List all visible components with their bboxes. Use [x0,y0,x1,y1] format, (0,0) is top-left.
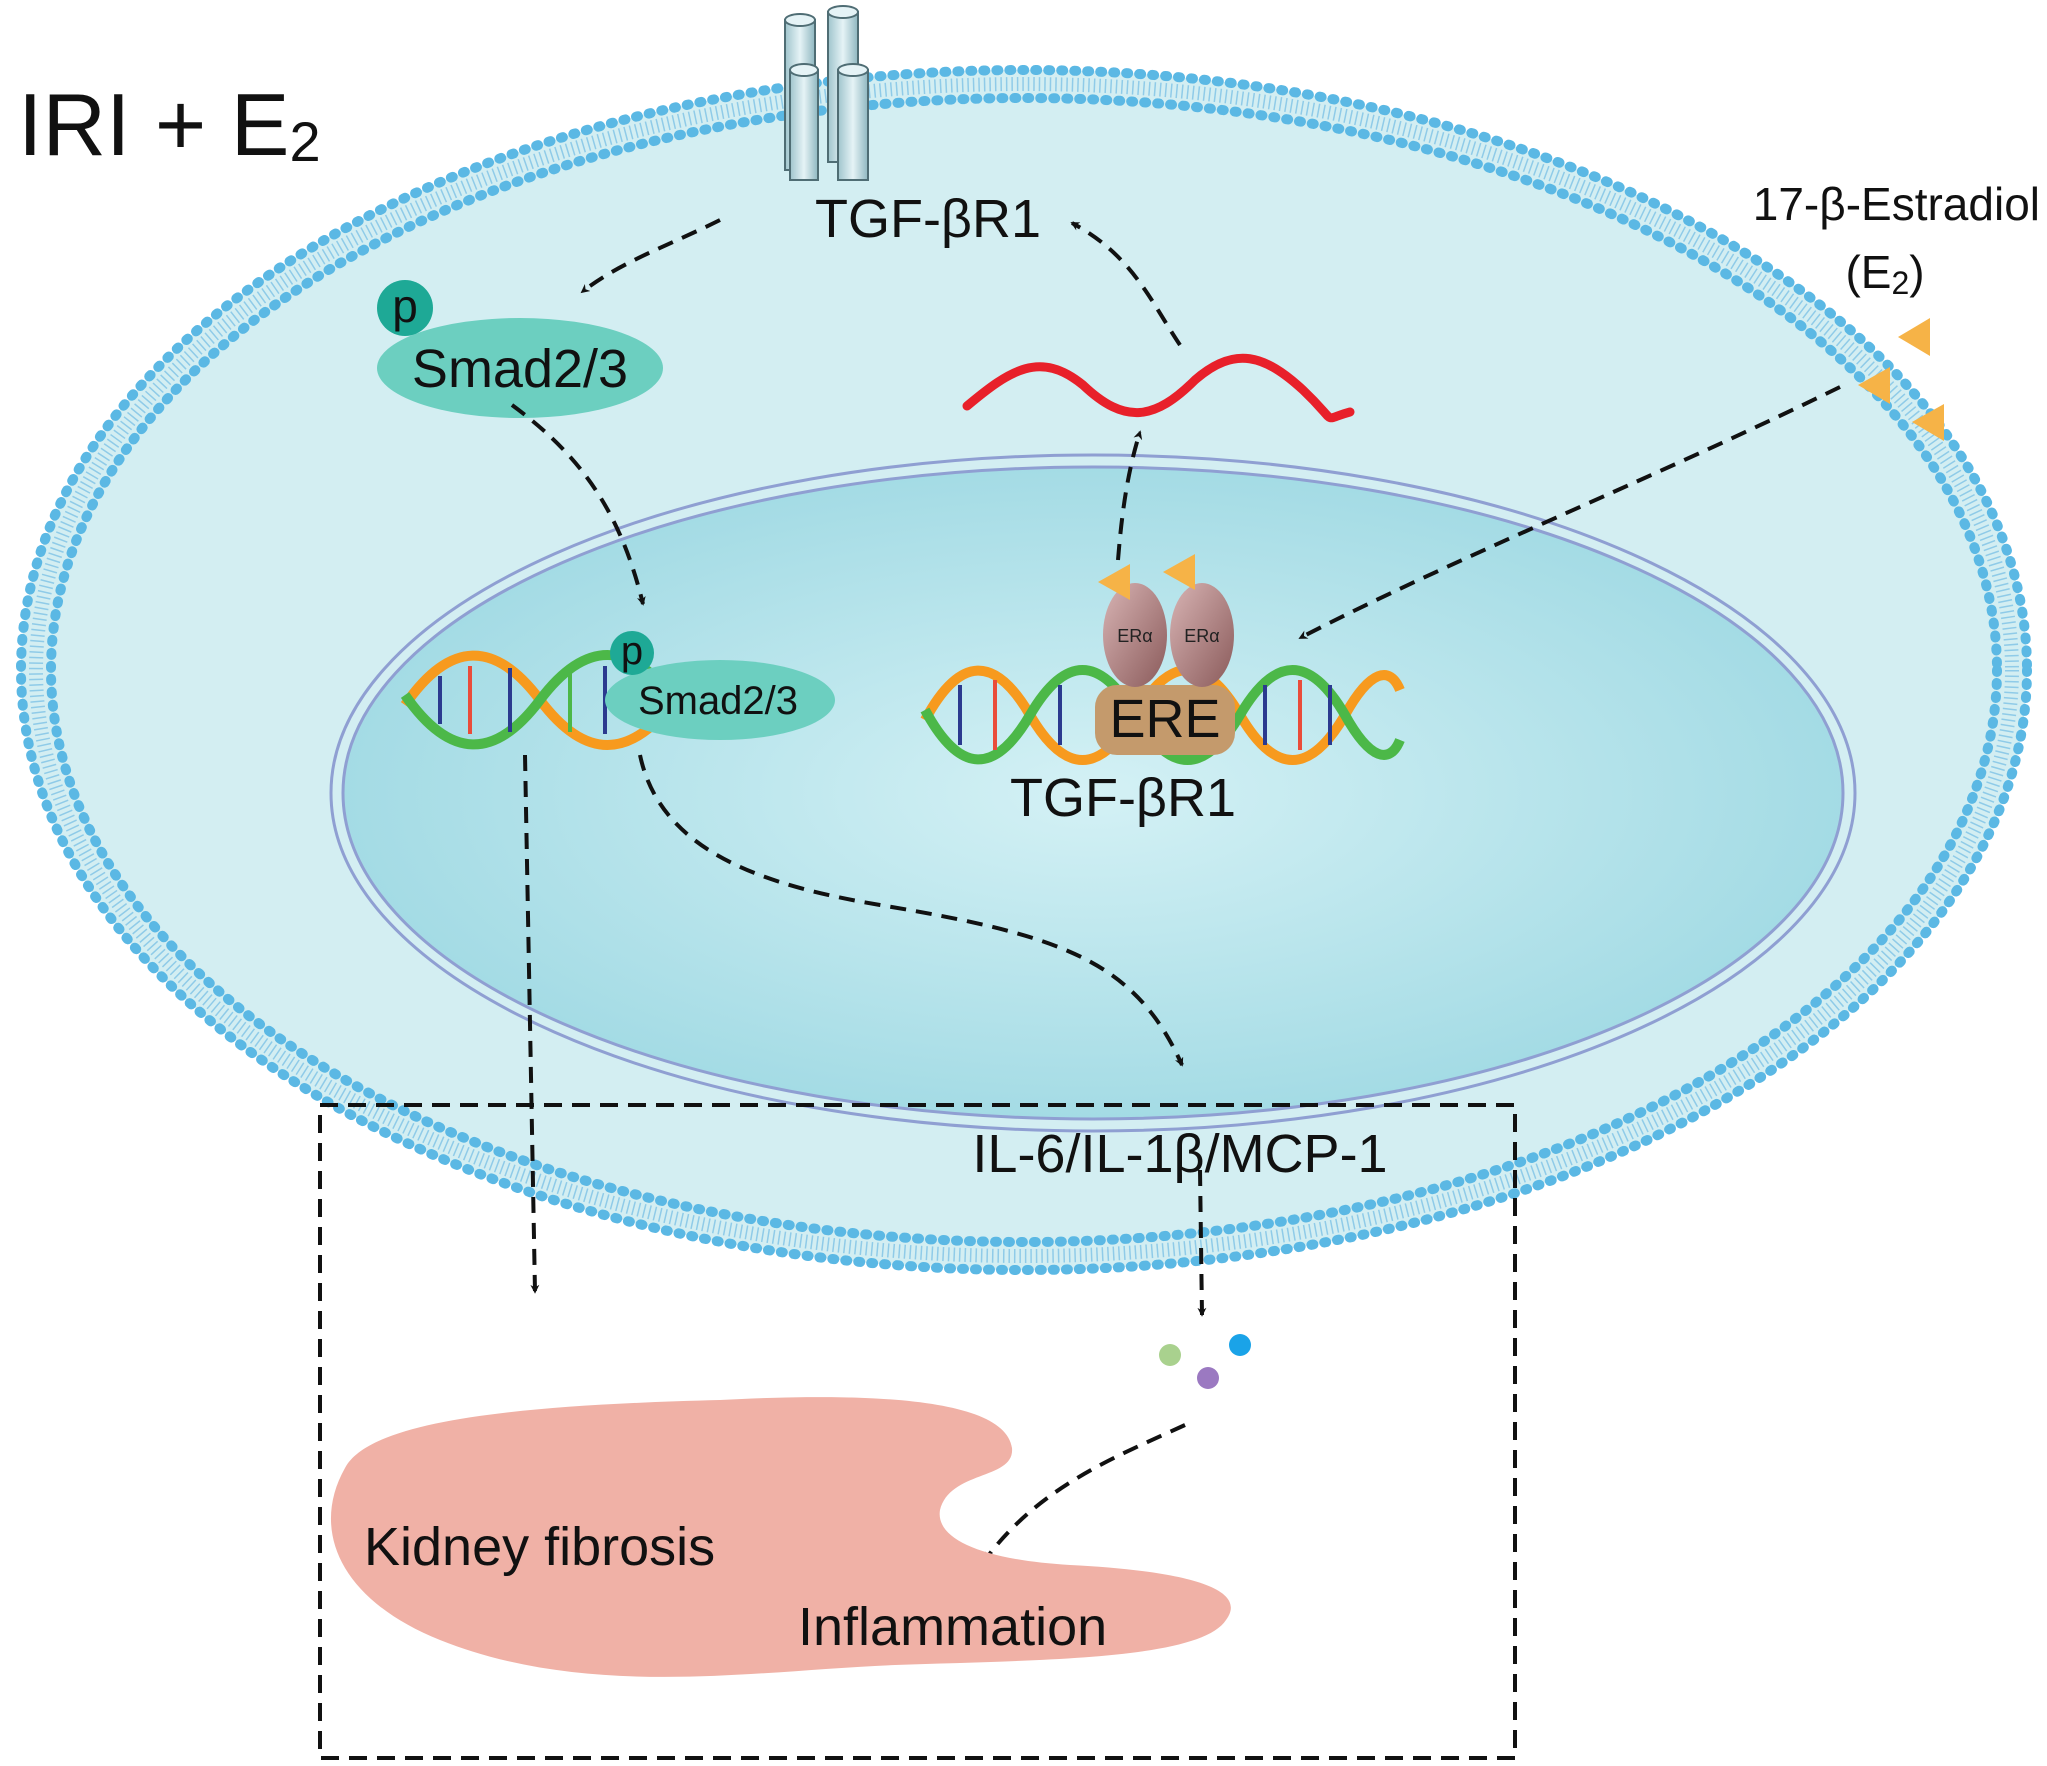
phospho-icon [377,280,433,336]
estradiol-label: 17-β-Estradiol [1753,178,2040,230]
er-alpha-left-label: ERα [1117,626,1152,646]
nucleus [329,453,1857,1133]
estradiol-abbrev: (E2) [1845,246,1924,301]
fibrosis-label: Kidney fibrosis [364,1517,715,1577]
smad-label: Smad2/3 [412,339,628,399]
pathway-arrows [510,218,1841,1562]
cell-membrane-outer [16,65,2032,1275]
er-alpha-right [1170,583,1234,687]
nucleus-envelope-outer [329,453,1857,1133]
arrow-cytokines-to-inflammation [983,1423,1186,1562]
ere-box [1095,685,1235,755]
arrow-smad-to-fibrosis [523,754,540,1294]
smad-body [605,660,835,740]
arrow-mrna-to-receptor [1070,221,1182,347]
cytokine-label: IL-6/IL-1β/MCP-1 [972,1124,1387,1184]
estradiol-icon [1858,318,1944,441]
smad-nucleus: Smad2/3 p [605,629,835,740]
er-alpha-dimer: ERα ERα [1103,583,1234,687]
receptor-label: TGF-βR1 [815,189,1041,249]
estradiol-icon [1098,554,1195,600]
phospho-label: p [392,280,418,332]
cell-membrane-tails [29,77,2019,1263]
er-alpha-right-label: ERα [1184,626,1219,646]
smad-cytoplasm: Smad2/3 p [377,280,663,418]
channel-icon [784,5,869,181]
gene-label: TGF-βR1 [1010,768,1236,828]
cytokine-dot-icon [1159,1334,1251,1389]
inflammation-label: Inflammation [798,1597,1107,1657]
smad-label: Smad2/3 [638,679,798,723]
cell-membrane-inner [46,93,2002,1247]
er-alpha-left [1103,583,1167,687]
phospho-icon [610,631,654,675]
arrow-receptor-to-smad [580,218,721,294]
outcome-box [318,1103,1517,1760]
kidney-icon [330,1397,1231,1677]
phospho-label: p [621,629,643,673]
arrow-estradiol-to-nucleus [1298,385,1841,640]
figure-title: IRI + E2 [18,75,321,174]
mrna-icon [962,353,1355,423]
arrow-ere-to-mrna [1116,430,1143,561]
ere-label: ERE [1109,689,1220,749]
smad-body [377,318,663,418]
nucleus-body [341,465,1845,1121]
arrow-nucleus-to-cytokines [638,754,1184,1067]
ere-element: ERE [1095,685,1235,755]
dna-icon [920,665,1405,765]
arrow-smad-to-nucleus [510,403,646,606]
